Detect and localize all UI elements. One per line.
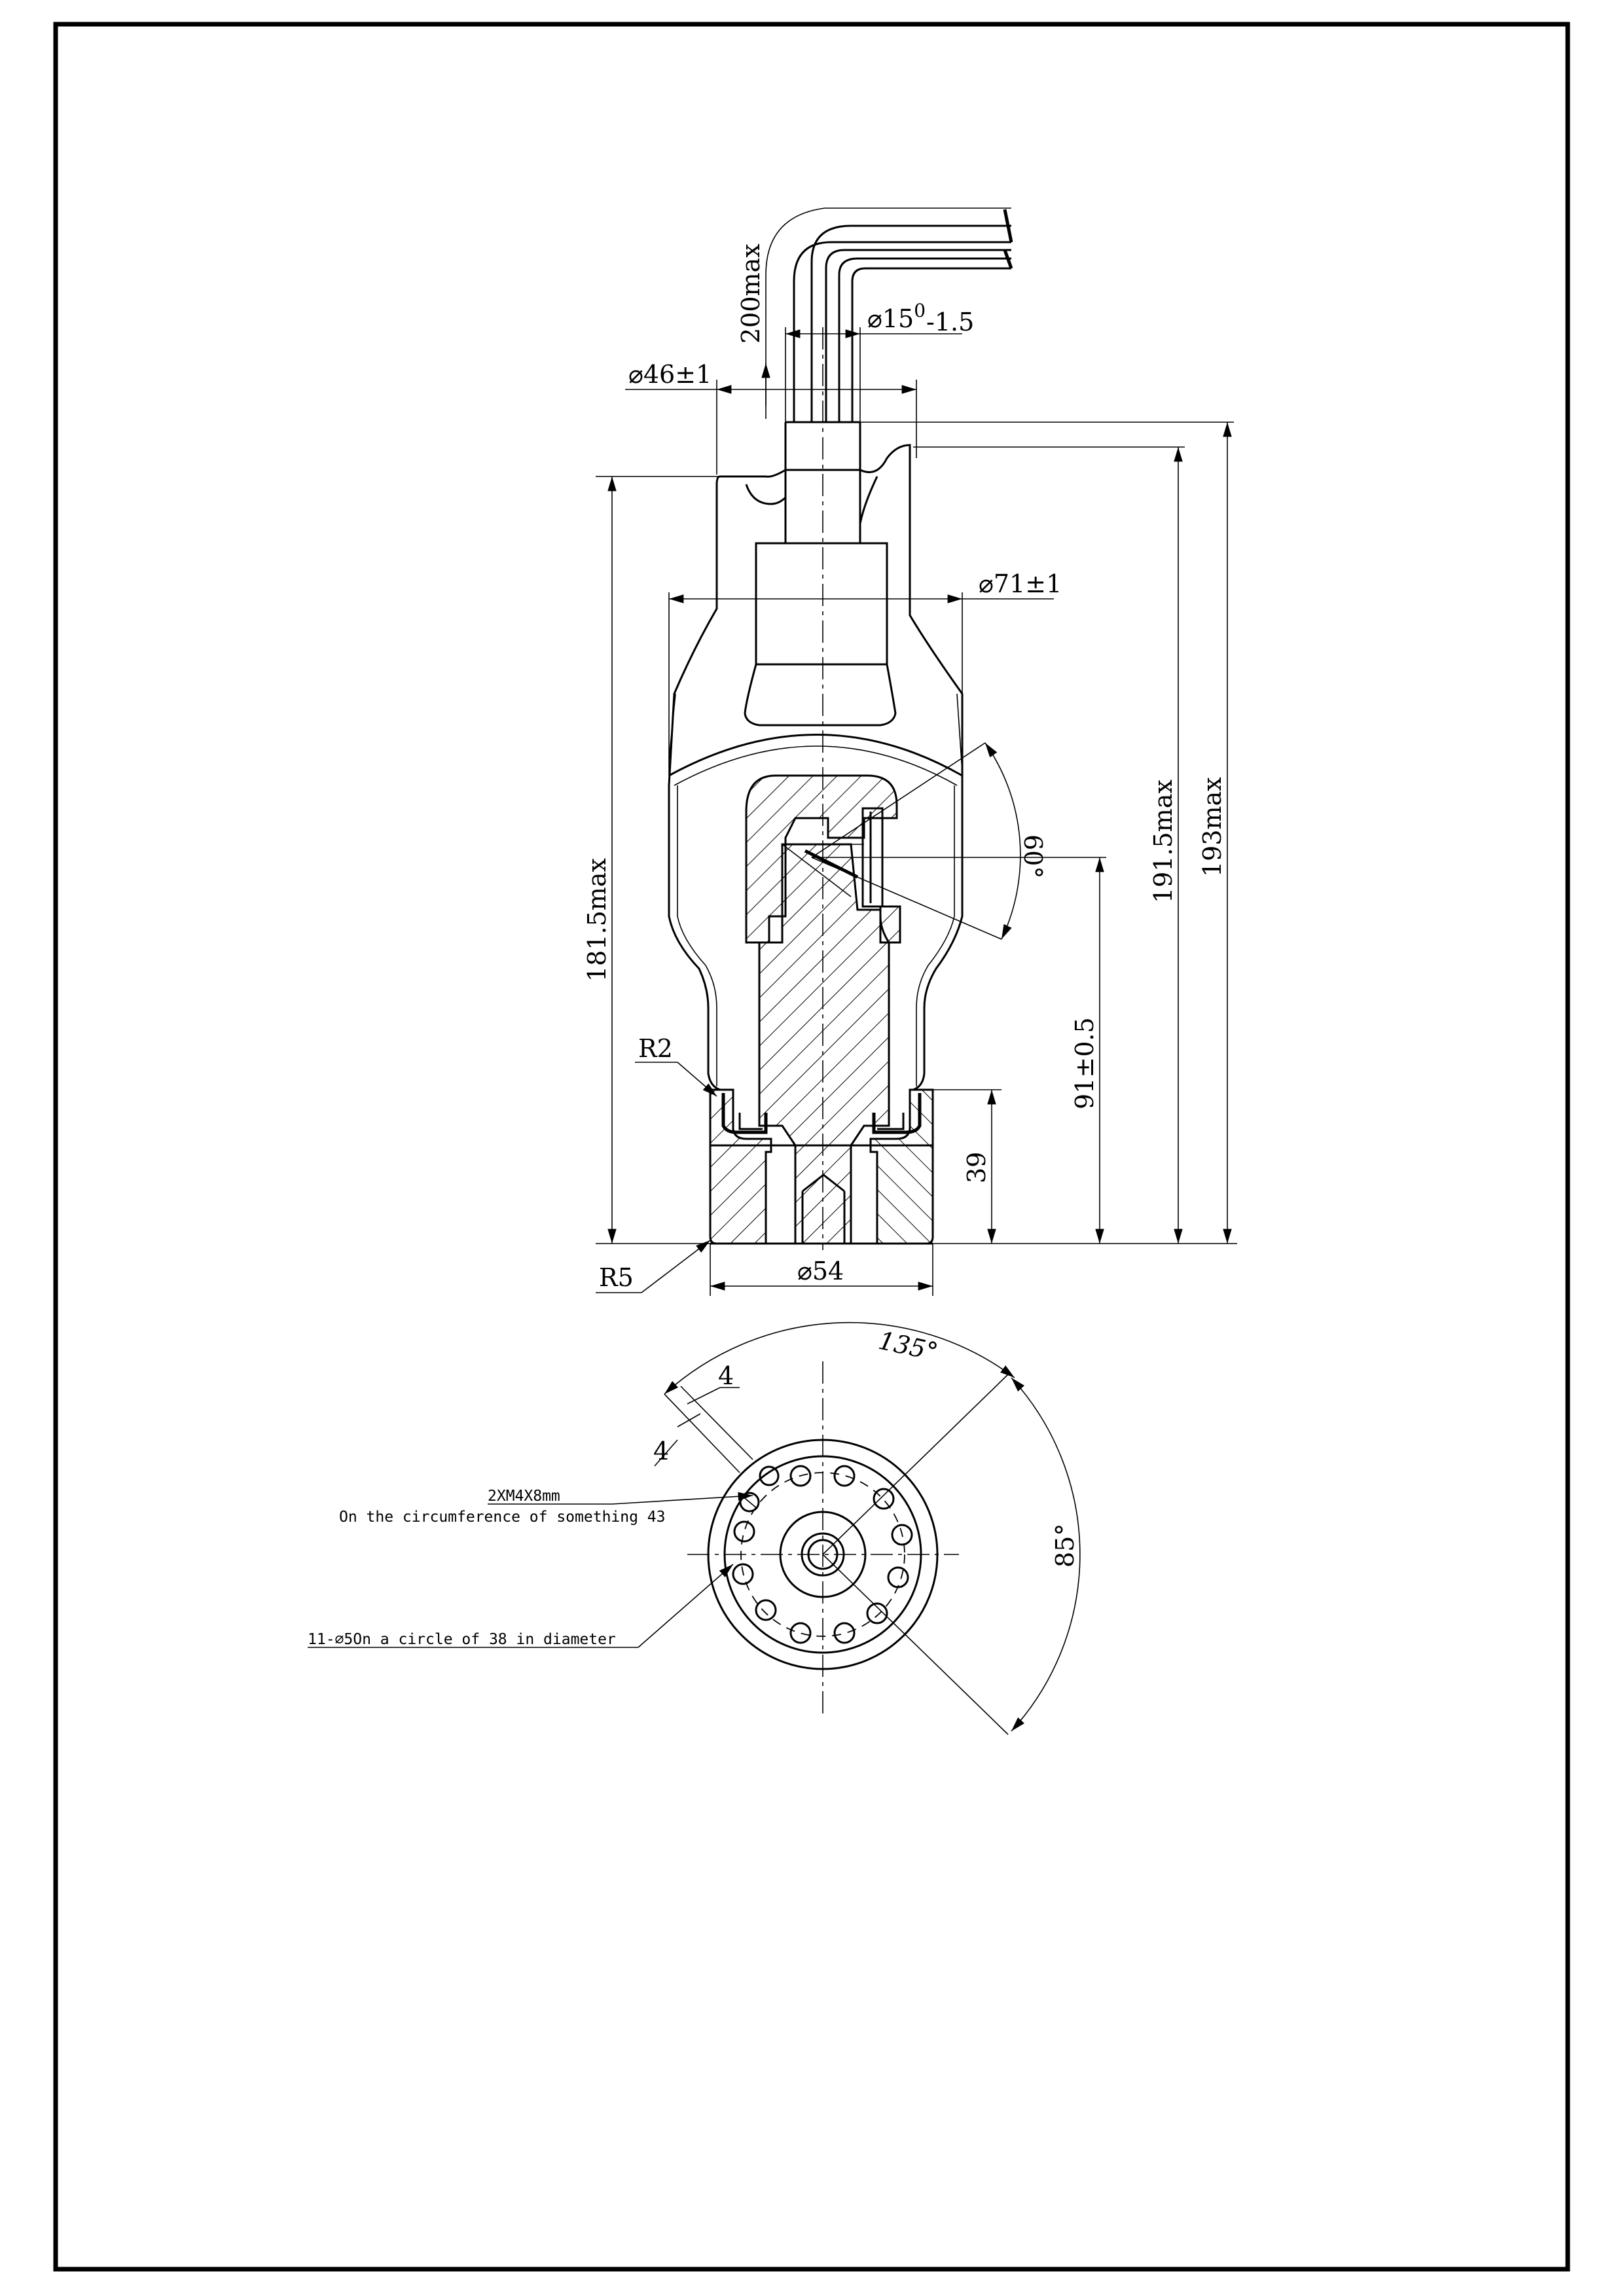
callout-r2-label: R2	[638, 1034, 673, 1063]
callout-r2: R2	[635, 1034, 717, 1097]
dim-body-diameter-label: ⌀71±1	[979, 569, 1062, 598]
dim-neck-diameter-label: ⌀46±1	[628, 360, 712, 389]
dim-200max: 200max	[736, 243, 770, 419]
dim-angle-60: 60°	[811, 742, 1047, 940]
dim-base-diameter-label: ⌀54	[797, 1257, 844, 1285]
anode-section	[745, 774, 901, 1245]
thread-spec-note: 2XM4X8mm	[488, 1488, 560, 1505]
cathode-block	[744, 542, 897, 726]
holes-spec-note: 11-⌀5On a circle of 38 in diameter	[308, 1631, 616, 1648]
dim-tube-tol-lower: -1.5	[926, 308, 974, 336]
bottom-view: 135° 85° 4 4 2XM4X8mm On the circumferen…	[308, 1321, 1081, 1735]
dim-height-191-label: 191.5max	[1149, 780, 1178, 903]
page-frame	[53, 22, 1570, 2272]
dim-height-193: 193max	[860, 422, 1234, 1244]
dim-height-191: 191.5max	[913, 446, 1237, 1244]
threaded-hole-a	[759, 1465, 780, 1486]
dim-angle-60-label: 60°	[1019, 834, 1047, 878]
dim-angle-85-label: 85°	[1051, 1524, 1079, 1568]
dim-height-91-label: 91±0.5	[1070, 1017, 1099, 1109]
dim-tube-diameter-label: ⌀150	[867, 300, 926, 333]
callout-r5-label: R5	[599, 1263, 634, 1292]
dim-angle-135-label: 135°	[876, 1326, 941, 1367]
side-view: 200max ⌀150 -1.5 ⌀46±1 ⌀71±1	[583, 207, 1237, 1296]
dim-body-diameter: ⌀71±1	[668, 569, 1062, 776]
dim-200max-label: 200max	[736, 243, 765, 344]
thread-location-note: On the circumference of something 43	[339, 1509, 666, 1526]
dim-height-181-label: 181.5max	[583, 858, 611, 982]
dim-neck-diameter: ⌀46±1	[625, 360, 917, 475]
dim-height-181: 181.5max	[583, 476, 720, 1244]
dim-offset-4a-label: 4	[718, 1361, 734, 1390]
callout-r5: R5	[596, 1240, 711, 1293]
dim-tube-diameter: ⌀150 -1.5	[785, 300, 974, 422]
dim-base-diameter: ⌀54	[710, 1244, 933, 1296]
dim-height-91: 91±0.5	[812, 857, 1106, 1244]
dim-height-193-label: 193max	[1198, 777, 1227, 877]
cable-bundle	[765, 207, 1013, 422]
hole-pattern	[732, 1465, 913, 1644]
dim-offset-4b-label: 4	[653, 1437, 669, 1465]
dim-height-39: 39	[923, 1089, 1001, 1244]
dim-height-39-label: 39	[962, 1152, 991, 1183]
base-ring	[709, 1088, 934, 1245]
